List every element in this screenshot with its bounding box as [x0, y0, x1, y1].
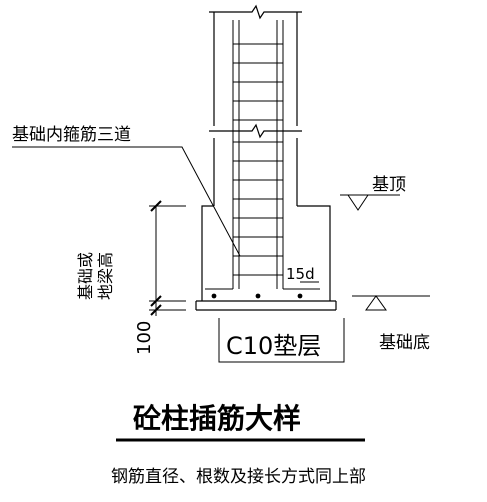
anchor-length-label: 15d	[286, 265, 315, 283]
inner-stirrups-label: 基础内箍筋三道	[12, 125, 131, 145]
foundation-top-label: 基顶	[372, 175, 406, 195]
cushion-thickness-label: 100	[134, 321, 155, 355]
detail-note: 钢筋直径、根数及接长方式同上部	[111, 467, 366, 487]
cushion-layer-outline	[218, 318, 345, 363]
foundation-height-label-left: 基础或	[76, 252, 95, 300]
bottom-bar-dots	[211, 293, 303, 299]
elevation-symbols	[340, 194, 430, 311]
vertical-rebars	[205, 20, 320, 290]
foundation-height-label-right: 地梁高	[96, 252, 115, 300]
leader-lines	[12, 146, 319, 283]
cushion-layer-label: C10垫层	[226, 332, 321, 360]
foundation-bottom-label: 基础底	[379, 333, 430, 353]
detail-title: 砼柱插筋大样	[133, 402, 301, 435]
dimension-lines	[149, 200, 186, 316]
column-outline	[209, 4, 302, 206]
foundation-outline	[195, 205, 337, 311]
column-stirrups	[233, 43, 283, 276]
